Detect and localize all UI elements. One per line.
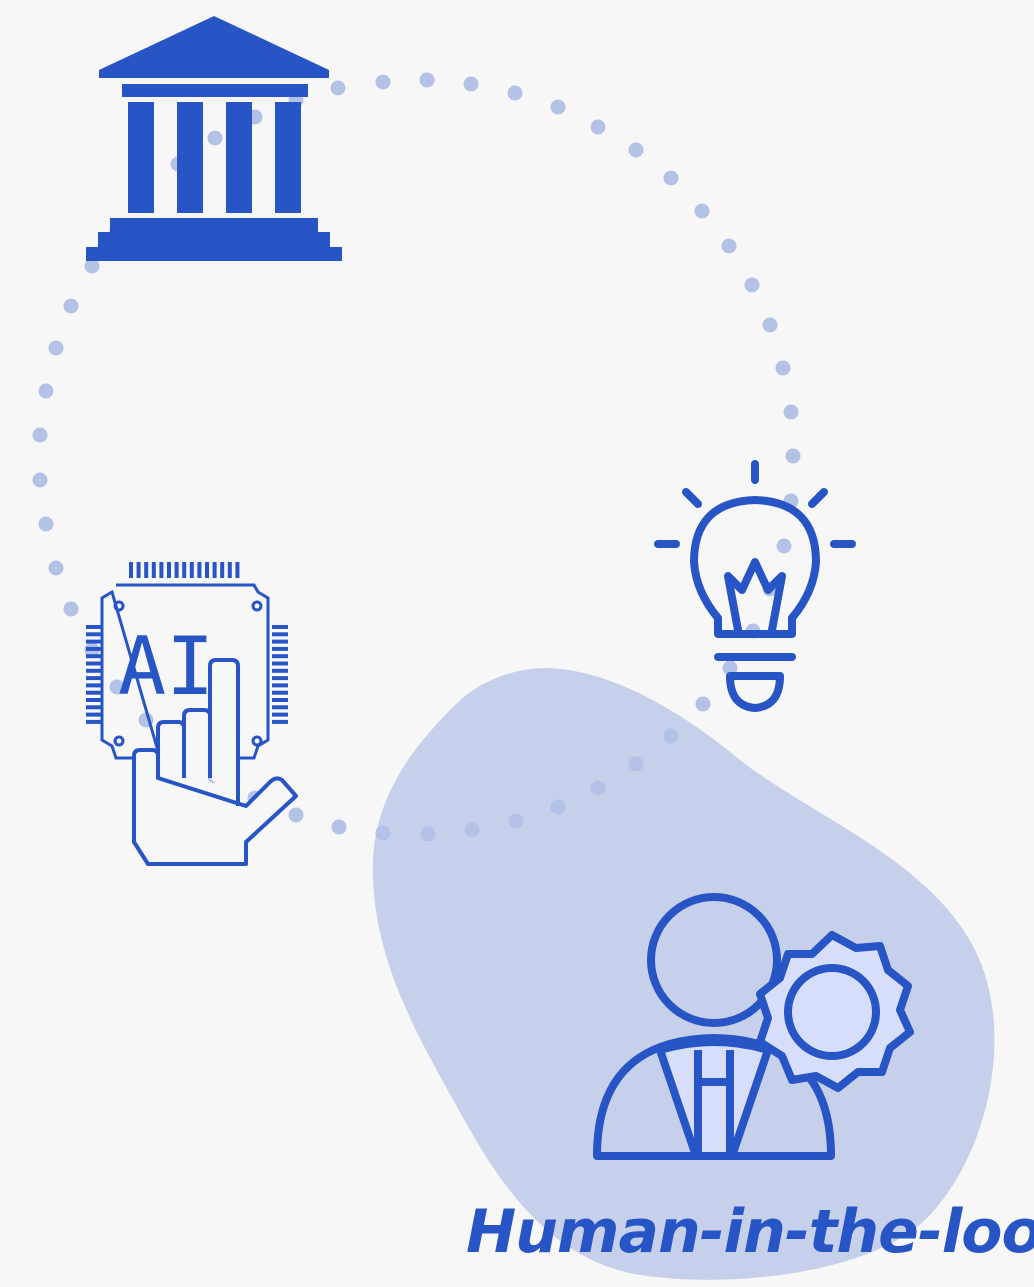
loop-dot: [694, 203, 710, 219]
loop-dot: [721, 238, 737, 254]
loop-dot: [590, 780, 606, 796]
caption-human-in-the-loop: Human-in-the-loop: [466, 1197, 1034, 1267]
lightbulb-icon: [654, 460, 856, 712]
human-gear-icon: [593, 893, 914, 1160]
chip-pin: [129, 562, 133, 578]
loop-dot: [207, 130, 223, 146]
loop-dot: [744, 277, 760, 293]
chip-pin: [272, 625, 288, 629]
chip-pin: [189, 562, 194, 578]
loop-dot: [776, 538, 792, 554]
ai-chip-hand-icon: AI: [86, 562, 298, 866]
loop-dot: [63, 298, 79, 314]
loop-dot: [48, 340, 64, 356]
chip-pin: [86, 683, 102, 688]
loop-dot: [628, 142, 644, 158]
chip-label: AI: [118, 620, 214, 713]
loop-dot: [762, 317, 778, 333]
dotted-loop: [32, 72, 801, 842]
loop-dot: [722, 660, 738, 676]
loop-dot: [38, 516, 54, 532]
chip-pin: [212, 562, 217, 578]
loop-dot: [464, 822, 480, 838]
loop-dot: [288, 807, 304, 823]
chip-pin: [86, 676, 102, 681]
chip-pin: [272, 683, 288, 688]
chip-pin: [272, 632, 288, 637]
chip-pin: [197, 562, 202, 578]
chip-pin: [272, 639, 288, 644]
chip-pin: [272, 676, 288, 681]
chip-pin: [86, 698, 102, 702]
chip-pin: [86, 625, 102, 629]
loop-dot: [375, 825, 391, 841]
loop-dot: [420, 826, 436, 842]
chip-pin: [182, 562, 187, 578]
loop-dot: [48, 560, 64, 576]
chip-pin: [167, 562, 171, 578]
loop-dot: [463, 76, 479, 92]
loop-dot: [550, 99, 566, 115]
chip-pin: [272, 661, 288, 666]
chip-pin: [86, 719, 102, 724]
loop-dot: [785, 448, 801, 464]
loop-dot: [695, 696, 711, 712]
chip-pin: [235, 562, 240, 578]
chip-pin: [86, 668, 102, 673]
chip-pin: [86, 690, 102, 695]
chip-pin: [272, 712, 288, 717]
chip-pin: [86, 654, 102, 659]
chip-pin: [159, 562, 164, 578]
chip-pin: [272, 690, 288, 695]
loop-dot: [590, 119, 606, 135]
loop-dot: [507, 85, 523, 101]
chip-pin: [220, 562, 225, 578]
loop-dot: [32, 427, 48, 443]
loop-dot: [32, 472, 48, 488]
institution-icon: [86, 16, 342, 261]
chip-pin: [144, 562, 149, 578]
loop-dot: [550, 799, 566, 815]
loop-dot: [628, 756, 644, 772]
chip-pin: [272, 719, 288, 724]
loop-dot: [508, 813, 524, 829]
loop-dot: [109, 679, 125, 695]
chip-pin: [151, 562, 156, 578]
chip-pin: [272, 646, 288, 651]
loop-dot: [331, 819, 347, 835]
chip-pin: [227, 562, 232, 578]
loop-dot: [375, 74, 391, 90]
loop-dot: [663, 170, 679, 186]
chip-pin: [86, 632, 102, 637]
loop-dot: [84, 258, 100, 274]
chip-pin: [272, 654, 288, 659]
loop-dot: [775, 360, 791, 376]
loop-dot: [419, 72, 435, 88]
pointing-hand: [132, 658, 298, 866]
loop-dot: [783, 404, 799, 420]
chip-pin: [272, 705, 288, 710]
chip-pin: [86, 661, 102, 666]
chip-pin: [86, 646, 102, 651]
chip-pin: [86, 705, 102, 710]
loop-dot: [663, 728, 679, 744]
chip-pin: [205, 562, 209, 578]
chip-pin: [86, 639, 102, 644]
chip-pin: [86, 712, 102, 717]
chip-pins: [86, 562, 288, 724]
chip-pin: [272, 698, 288, 702]
chip-pin: [136, 562, 141, 578]
chip-pin: [272, 668, 288, 673]
loop-dot: [38, 383, 54, 399]
loop-dot: [63, 601, 79, 617]
chip-pin: [174, 562, 179, 578]
loop-dot: [330, 80, 346, 96]
